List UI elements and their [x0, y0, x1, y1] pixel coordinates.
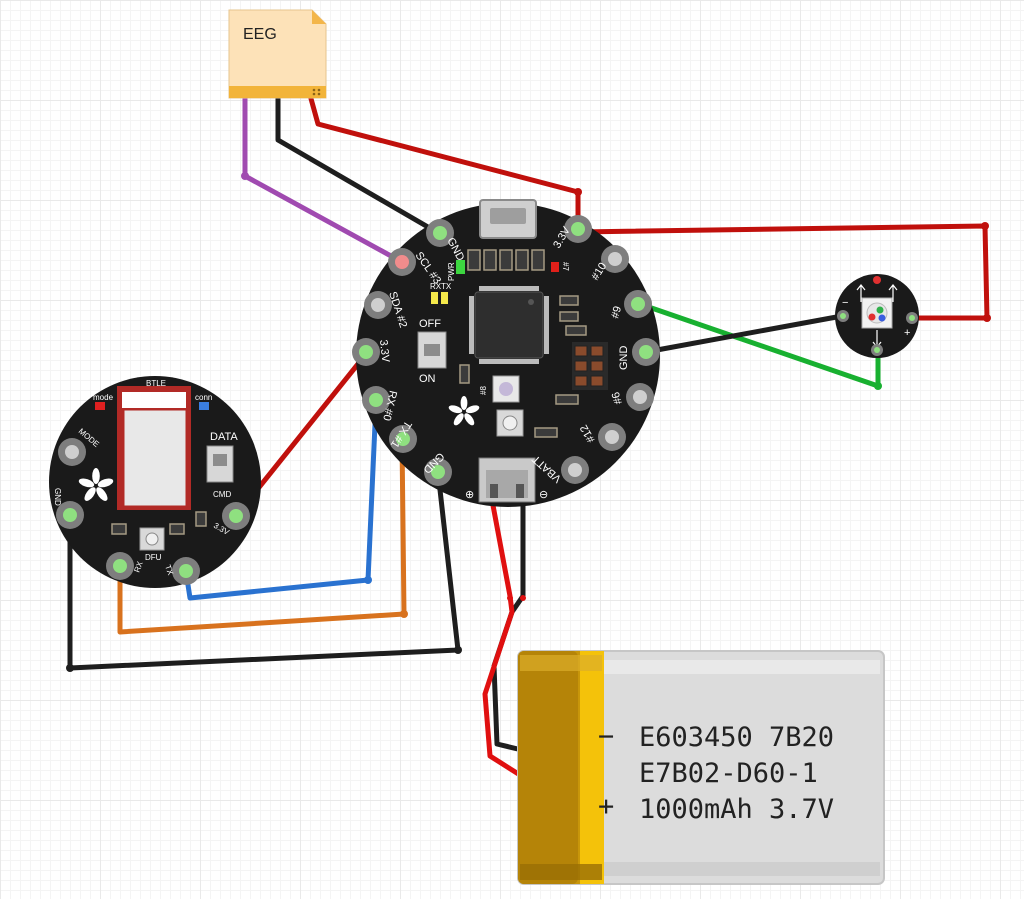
wire-bend — [874, 382, 882, 390]
battery-label-line3: 1000mAh 3.7V — [639, 794, 834, 825]
wire-bend — [241, 172, 249, 180]
battery-label-line2: E7B02-D60-1 — [639, 758, 818, 789]
ble-mode-led-label: mode — [93, 393, 114, 402]
neopixel-plus-label: + — [904, 327, 910, 339]
rx-led — [431, 292, 438, 304]
eeg-module[interactable]: EEG — [228, 9, 327, 99]
wire-battery-red[interactable] — [482, 497, 523, 778]
pin-label-3v3-left: 3.3V — [377, 339, 391, 363]
ble-cmd-label: CMD — [213, 490, 231, 499]
ble-pin-label-rx: RX — [132, 560, 144, 574]
ble-module[interactable]: BTLE mode conn DATA CMD DFU — [49, 376, 261, 588]
wire-bend — [364, 576, 372, 584]
wire-neopixel-red[interactable] — [575, 223, 990, 321]
wire-neopixel-black[interactable] — [643, 313, 845, 355]
wire-ble-black[interactable] — [67, 469, 461, 671]
d8-label: #8 — [479, 386, 488, 395]
wire-ble-orange[interactable] — [117, 437, 407, 635]
ble-pin-label-tx: TX — [163, 564, 175, 577]
d7-led — [551, 262, 559, 272]
d7-label: #7 — [561, 262, 570, 271]
lipo-battery[interactable]: − + E603450 7B20 E7B02-D60-1 1000mAh 3.7… — [517, 650, 885, 885]
ble-conn-led-label: conn — [195, 393, 212, 402]
wire-bend — [507, 595, 513, 601]
wire-bend — [520, 595, 526, 601]
pwr-led — [456, 260, 465, 274]
wire-eeg-black[interactable] — [275, 92, 443, 237]
power-switch[interactable] — [417, 331, 447, 369]
wire-bend — [454, 646, 462, 654]
battery-minus-label: − — [598, 721, 614, 752]
tx-led — [441, 292, 448, 304]
ble-mode-led — [95, 402, 105, 410]
adafruit-logo-icon — [78, 468, 114, 501]
pwr-label: PWR — [447, 262, 456, 281]
battery-minus-label: ⊖ — [539, 489, 548, 501]
pin-label-gnd-right: GND — [618, 346, 630, 371]
pin-label-d6: #6 — [610, 390, 625, 405]
microcontroller-chip — [474, 291, 544, 359]
battery-plus-label: ⊕ — [465, 489, 474, 501]
ble-title: BTLE — [146, 379, 166, 388]
eeg-label: EEG — [243, 26, 277, 43]
wire-bend — [400, 610, 408, 618]
battery-connector[interactable] — [478, 457, 536, 503]
switch-on-label: ON — [419, 373, 436, 385]
wire-bend — [574, 188, 582, 196]
wire-bend — [981, 222, 989, 230]
tx-led-label: TX — [441, 282, 452, 291]
switch-off-label: OFF — [419, 318, 441, 330]
neopixel[interactable]: − + — [835, 274, 919, 358]
ble-pin-label-gnd: GND — [53, 488, 62, 506]
wires — [66, 92, 991, 778]
wire-eeg-red[interactable] — [307, 92, 581, 231]
battery-plus-label: + — [598, 791, 614, 822]
reset-button[interactable] — [496, 409, 524, 437]
flora-pads — [352, 215, 660, 486]
wire-eeg-purple[interactable] — [242, 92, 405, 265]
wire-bend — [66, 664, 74, 672]
battery-label-line1: E603450 7B20 — [639, 722, 834, 753]
wire-ble-blue[interactable] — [183, 399, 379, 601]
ble-conn-led — [199, 402, 209, 410]
ble-data-cmd-switch[interactable] — [206, 445, 234, 483]
pin-label-d9: #9 — [609, 305, 624, 320]
rx-led-label: RX — [430, 282, 442, 291]
ble-dfu-button[interactable] — [139, 527, 165, 551]
ble-dfu-label: DFU — [145, 553, 162, 562]
wire-bend — [983, 314, 991, 322]
neopixel-minus-label: − — [842, 297, 848, 309]
adafruit-logo-icon — [448, 396, 480, 426]
ble-data-label: DATA — [210, 431, 238, 443]
flora-board[interactable]: PWR RX TX #7 OFF ON #8 — [352, 199, 660, 507]
